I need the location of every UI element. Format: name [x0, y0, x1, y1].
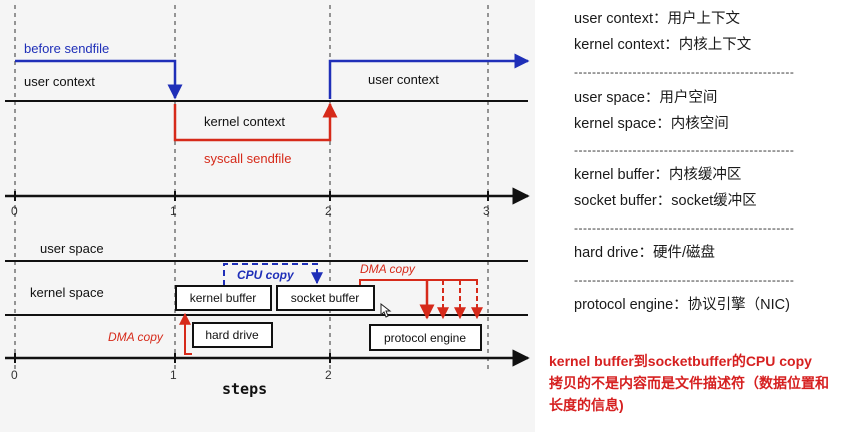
mouse-cursor-icon [380, 302, 392, 318]
cpu-copy-note: kernel buffer到socketbuffer的CPU copy 拷贝的不… [549, 350, 855, 416]
steps-label: steps [222, 380, 267, 398]
syscall-sendfile-label: syscall sendfile [204, 151, 291, 166]
hard-drive-label: hard drive [205, 328, 259, 342]
glossary-kernel-buffer: kernel buffer：内核缓冲区 [574, 167, 742, 183]
kernel-buffer-label: kernel buffer [190, 291, 257, 305]
bottom-axis-tick-label-2: 2 [325, 368, 332, 382]
glossary-user-space: user space：用户空间 [574, 90, 718, 106]
glossary-protocol-engine: protocol engine：协议引擎（NIC) [574, 297, 790, 313]
user-context-right-label: user context [368, 72, 439, 87]
before-sendfile-label: before sendfile [24, 41, 109, 56]
protocol-engine-label: protocol engine [384, 331, 466, 345]
hard-drive-box [192, 322, 273, 348]
protocol-engine-box [369, 324, 482, 351]
glossary-user-context: user context：用户上下文 [574, 11, 740, 27]
dma-copy-right-label: DMA copy [360, 262, 416, 276]
glossary-socket-buffer: socket buffer：socket缓冲区 [574, 193, 757, 209]
dma-copy-left-arrow [179, 312, 192, 355]
glossary-separator-2: ----------------------------------------… [574, 143, 795, 157]
cpu-copy-label: CPU copy [237, 268, 295, 282]
dma-copy-left-label: DMA copy [108, 330, 164, 344]
user-space-label: user space [40, 241, 104, 256]
bottom-axis-tick-label-1: 1 [170, 368, 177, 382]
glossary-separator-1: ----------------------------------------… [574, 65, 795, 79]
bottom-axis-tick-label-0: 0 [11, 368, 18, 382]
glossary-hard-drive: hard drive：硬件/磁盘 [574, 245, 716, 261]
top-axis-tick-label-1: 1 [170, 204, 177, 218]
cpu-copy-arrow [223, 263, 323, 286]
top-axis-tick-label-0: 0 [11, 204, 18, 218]
note-line-3: 长度的信息) [549, 397, 624, 413]
note-line-2: 拷贝的不是内容而是文件描述符（数据位置和 [549, 375, 829, 391]
glossary-separator-3: ----------------------------------------… [574, 221, 795, 235]
kernel-context-label: kernel context [204, 114, 285, 129]
kernel-space-label: kernel space [30, 285, 104, 300]
top-axis-tick-label-2: 2 [325, 204, 332, 218]
after-sendfile-path [328, 53, 530, 99]
diagram-svg: before sendfile user context user contex… [5, 5, 530, 398]
kernel-buffer-box [175, 285, 272, 311]
before-sendfile-path [15, 59, 183, 100]
socket-buffer-box [276, 285, 375, 311]
socket-buffer-label: socket buffer [291, 291, 359, 305]
glossary-kernel-space: kernel space：内核空间 [574, 116, 729, 132]
top-axis-tick-label-3: 3 [483, 204, 490, 218]
glossary-separator-4: ----------------------------------------… [574, 273, 795, 287]
sendfile-diagram: before sendfile user context user contex… [5, 5, 530, 398]
kernel-context-path [173, 102, 338, 142]
user-context-left-label: user context [24, 74, 95, 89]
glossary-kernel-context: kernel context：内核上下文 [574, 37, 752, 53]
note-line-1: kernel buffer到socketbuffer的CPU copy [549, 353, 812, 369]
